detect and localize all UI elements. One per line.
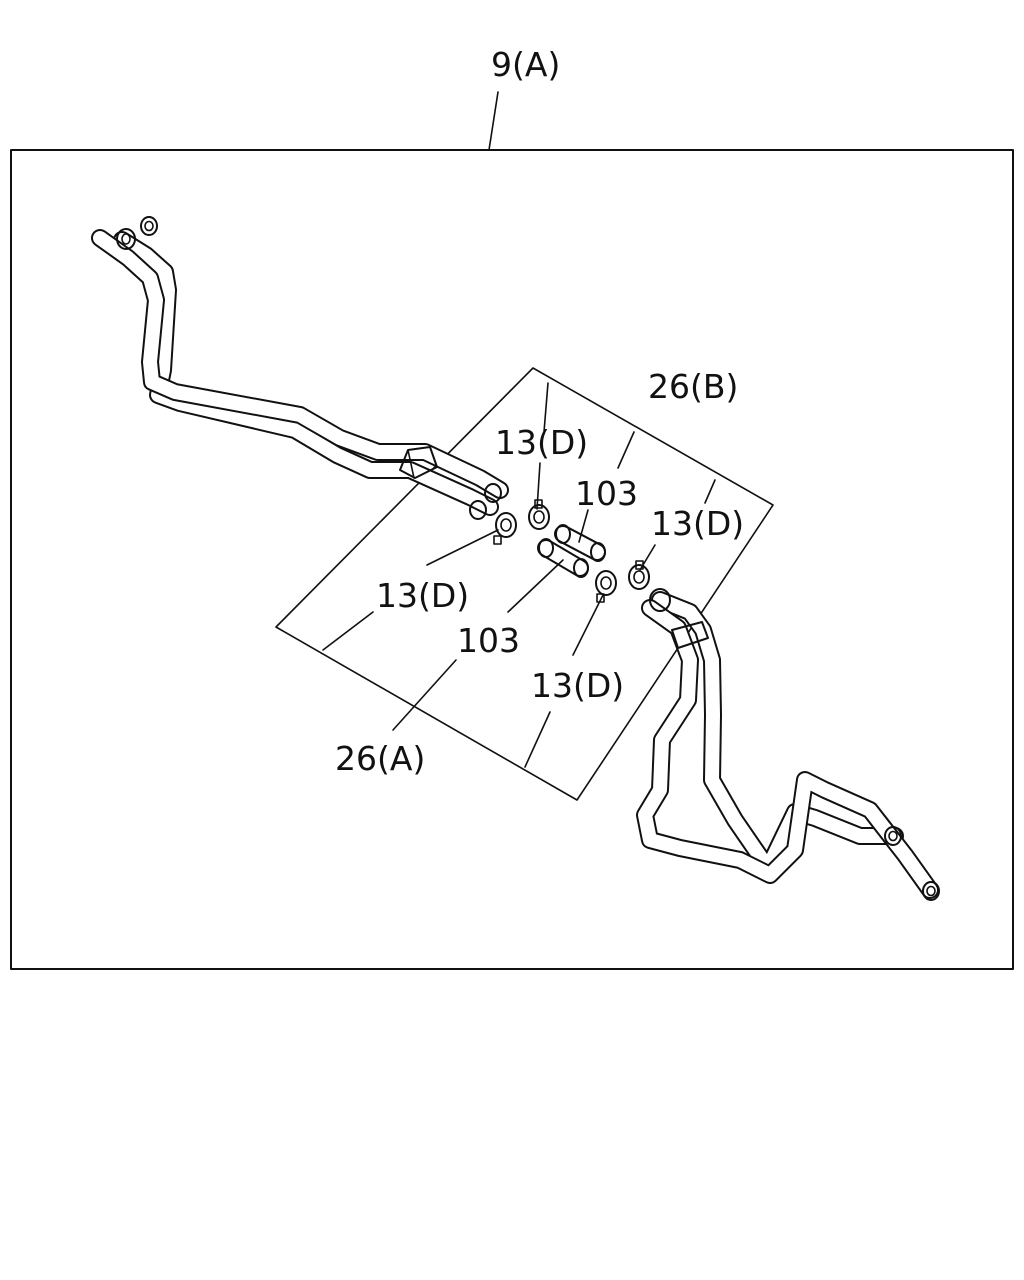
label-103-bottom: 103 <box>457 621 520 660</box>
label-13d-right: 13(D) <box>651 504 744 543</box>
connector-hose-parts <box>537 524 606 578</box>
label-26a: 26(A) <box>335 739 425 778</box>
clamp-icon <box>628 560 650 590</box>
hose-icon <box>537 538 589 578</box>
exploded-view-frame <box>275 367 774 801</box>
label-26b: 26(B) <box>648 367 738 406</box>
hose-clamp-parts <box>493 499 650 603</box>
label-103-top: 103 <box>575 474 638 513</box>
clamp-icon <box>528 499 550 530</box>
hose-icon <box>554 524 606 562</box>
assembly-frame <box>10 149 1014 970</box>
clamp-icon <box>595 570 617 603</box>
label-13d-left: 13(D) <box>376 576 469 615</box>
right-pipe-assembly <box>636 588 940 901</box>
left-pipe-assembly <box>91 216 509 520</box>
label-13d-top: 13(D) <box>495 423 588 462</box>
clamp-icon <box>493 512 517 545</box>
label-9a: 9(A) <box>491 45 560 84</box>
assembly-leader-line <box>488 91 499 151</box>
leader-lines <box>322 382 716 768</box>
label-13d-bottom: 13(D) <box>531 666 624 705</box>
